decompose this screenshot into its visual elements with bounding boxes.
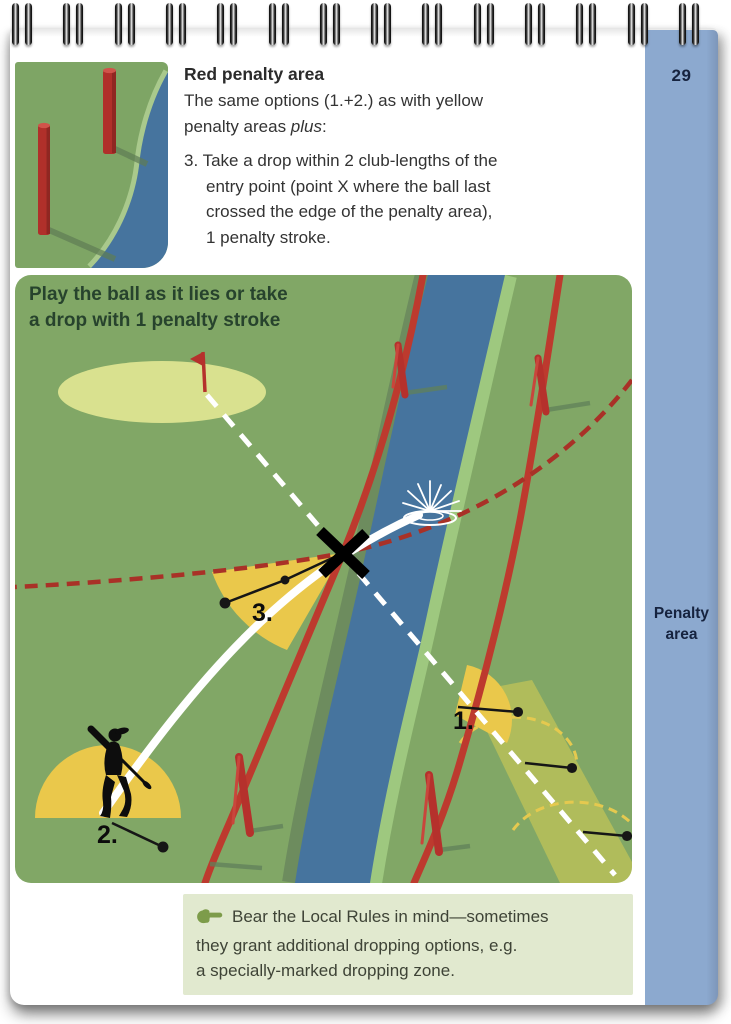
splash	[402, 480, 462, 526]
rule-intro-line1: The same options (1.+2.) as with yellow	[184, 91, 484, 110]
spiral-binding	[0, 3, 731, 49]
binding-wire-pair	[371, 3, 392, 45]
binding-wire-pair	[268, 3, 289, 45]
red-stakes	[231, 341, 550, 856]
binding-wire-pair	[319, 3, 340, 45]
binding-wire-pair	[627, 3, 648, 45]
diagram-caption: Play the ball as it lies or take a drop …	[29, 282, 288, 333]
binding-wire-pair	[525, 3, 545, 45]
note-line3: a specially-marked dropping zone.	[196, 961, 455, 980]
rule-title: Red penalty area	[184, 64, 325, 84]
club-length-marks	[111, 551, 632, 853]
rule-text-block: Red penalty area The same options (1.+2.…	[184, 64, 654, 250]
diagram-caption-line1: Play the ball as it lies or take	[29, 284, 288, 305]
local-rules-note: Bear the Local Rules in mind—sometimes t…	[183, 894, 633, 995]
red-stakes-illustration	[15, 62, 168, 268]
ball-flight-line	[99, 511, 423, 817]
penalty-area-tab: 29 Penalty area	[645, 30, 718, 1005]
binding-wire-pair	[165, 3, 186, 45]
rule-option3-line3: crossed the edge of the penalty area),	[206, 202, 493, 221]
page-number: 29	[671, 66, 692, 85]
note-line1: Bear the Local Rules in mind—sometimes	[196, 904, 620, 933]
booklet-page: 29 Penalty area	[10, 28, 718, 1005]
rule-option3-line2: entry point (point X where the ball last	[206, 176, 491, 196]
stake-shadows	[47, 146, 149, 262]
stake-shadows	[209, 384, 591, 871]
binding-wire-pair	[576, 3, 597, 45]
note-line2: they grant additional dropping options, …	[196, 935, 518, 955]
water-edge	[87, 69, 168, 268]
flagstick	[190, 351, 207, 393]
binding-wire-pair	[473, 3, 494, 45]
reference-dashed-line	[205, 393, 617, 877]
rule-option3-line4: 1 penalty stroke.	[206, 227, 331, 247]
diagram-caption-line2: a drop with 1 penalty stroke	[29, 309, 281, 331]
binding-wire-pair	[422, 3, 443, 45]
red-stake	[38, 122, 50, 235]
drop-option-1-label: 1.	[453, 707, 474, 735]
tab-label-line1: Penalty	[653, 605, 710, 622]
golfer-silhouette	[87, 725, 152, 818]
putting-green	[58, 361, 266, 423]
drop-option-3-label: 3.	[252, 599, 273, 627]
entry-point-x	[316, 527, 370, 579]
binding-wire-pair	[114, 3, 135, 45]
drop-option-2-label: 2.	[97, 821, 118, 849]
pointing-hand-icon	[196, 907, 223, 933]
tab-label-line2: area	[665, 625, 698, 643]
binding-wire-pair	[12, 3, 32, 45]
binding-wire-pair	[678, 3, 699, 45]
binding-wire-pair	[63, 3, 84, 45]
drop-zone-1	[455, 665, 512, 743]
red-stake	[103, 67, 116, 154]
rule-option3: 3. Take a drop within 2 club-lengths of …	[184, 148, 654, 250]
course-diagram: Play the ball as it lies or take a drop …	[15, 275, 632, 883]
tab-label: Penalty area	[645, 604, 718, 646]
rule-intro-line2: penalty areas plus:	[184, 116, 327, 136]
binding-wire-pair	[217, 3, 238, 45]
rule-option3-line1: 3. Take a drop within 2 club-lengths of …	[184, 151, 498, 170]
river	[295, 275, 505, 883]
club-length-arcs	[458, 715, 632, 831]
